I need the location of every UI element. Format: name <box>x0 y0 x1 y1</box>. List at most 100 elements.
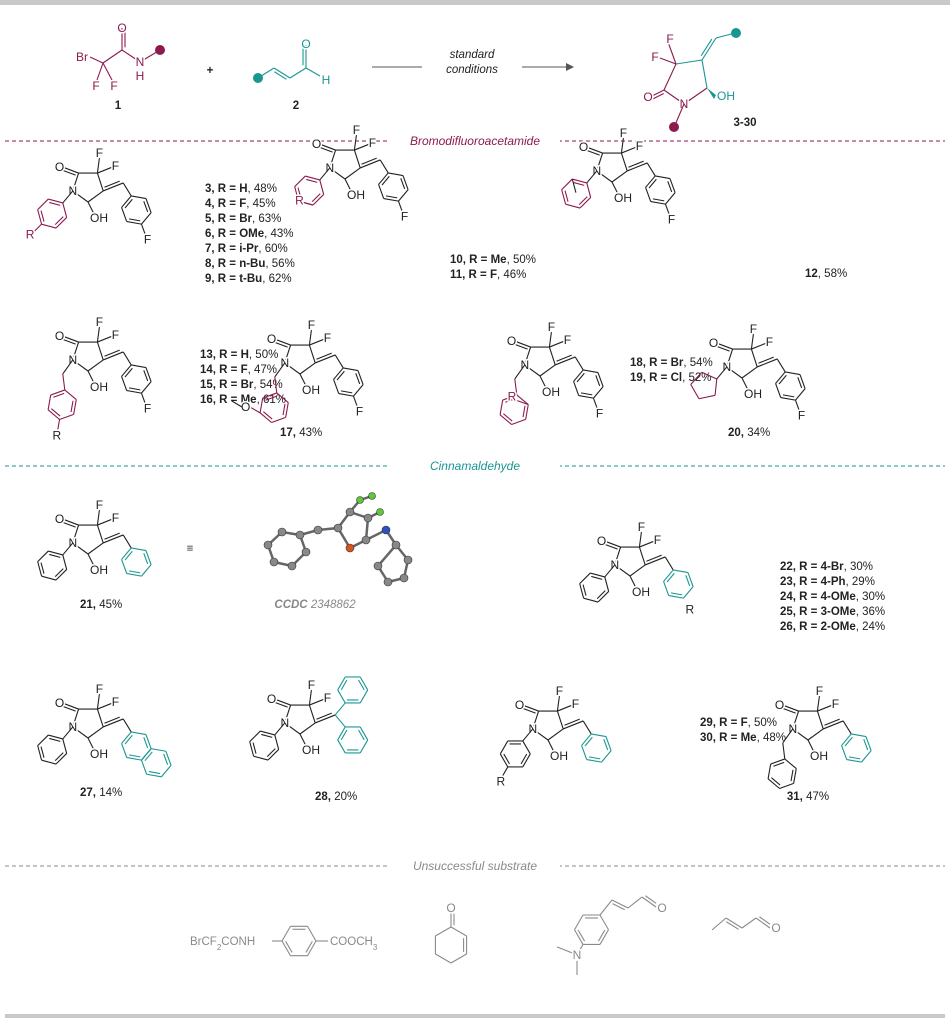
bond <box>597 929 606 942</box>
bond <box>121 559 128 574</box>
bond <box>37 734 49 747</box>
bond <box>252 742 257 754</box>
bond <box>574 356 584 371</box>
top-rule <box>0 0 950 5</box>
bond <box>400 178 406 190</box>
bond <box>505 397 517 403</box>
crystal-atom <box>399 573 409 583</box>
atom-label: F <box>112 328 119 342</box>
bond <box>816 695 820 712</box>
bond <box>54 752 64 762</box>
bond <box>385 195 398 199</box>
bond <box>40 746 45 758</box>
compound-id: 15, R = Br <box>200 379 254 391</box>
bond <box>40 562 45 574</box>
atom-label: F <box>144 232 151 246</box>
bond <box>604 576 610 592</box>
crystal-atom <box>356 496 364 504</box>
crystal-atom <box>345 543 355 553</box>
bond <box>751 342 767 350</box>
bond <box>539 364 556 377</box>
bond <box>319 167 331 181</box>
bond <box>32 223 42 234</box>
bond <box>690 384 700 400</box>
bond <box>285 940 293 953</box>
bond <box>597 372 604 387</box>
bond <box>49 737 61 742</box>
bond <box>274 722 286 736</box>
compound-caption: 26, R = 2-OMe, 24% <box>780 621 885 633</box>
bond <box>305 67 321 77</box>
bond <box>564 190 569 202</box>
bond <box>126 389 142 394</box>
bond <box>450 926 467 937</box>
bond <box>102 62 113 81</box>
bond <box>807 728 824 741</box>
atom-label: F <box>112 159 119 173</box>
atom-label: F <box>110 79 117 93</box>
bond <box>337 689 346 704</box>
bond <box>104 532 120 540</box>
bond <box>360 159 381 169</box>
bond <box>62 518 79 526</box>
bond <box>576 372 585 383</box>
compound-yield: 43% <box>296 427 322 439</box>
bond <box>359 689 369 704</box>
substrate-1-left: BrCF2CONH <box>190 936 255 952</box>
atom-label: O <box>301 37 310 51</box>
bond <box>72 524 80 544</box>
bond <box>307 926 317 942</box>
product-label: 3-30 <box>733 117 756 129</box>
bond <box>284 704 292 724</box>
bond <box>145 198 152 213</box>
bond <box>378 172 389 185</box>
bond <box>353 384 364 397</box>
bond <box>725 917 743 929</box>
bond <box>524 364 541 377</box>
bond <box>73 399 77 415</box>
bond <box>502 766 509 776</box>
bond <box>307 940 317 956</box>
crystal-atom <box>368 492 376 500</box>
bond <box>775 383 782 398</box>
bond <box>274 338 291 346</box>
bond <box>315 354 336 364</box>
compound-caption: 14, R = F, 47% <box>200 364 277 376</box>
bond <box>779 782 794 790</box>
arrow-head <box>566 63 574 71</box>
atom-label: O <box>55 329 64 343</box>
bond <box>381 175 390 186</box>
crystal-atom <box>376 508 384 516</box>
bond <box>646 554 662 562</box>
bond <box>522 704 539 712</box>
bond <box>271 416 286 424</box>
compound-id: 5, R = Br <box>205 213 253 225</box>
bond <box>755 917 771 929</box>
bond <box>276 392 289 404</box>
bond <box>308 344 316 364</box>
bond <box>817 704 833 712</box>
bond <box>604 540 621 548</box>
bond <box>103 351 124 361</box>
bond <box>299 722 316 735</box>
compound-caption: 6, R = OMe, 43% <box>205 228 294 240</box>
compound-yield: , 43% <box>264 228 293 240</box>
atom-label: O <box>515 698 524 712</box>
formula-part: COOCH <box>330 936 373 948</box>
atom-label: OH <box>302 383 320 397</box>
bond <box>398 189 409 202</box>
compound-caption: 13, R = H, 50% <box>200 349 278 361</box>
bond <box>383 197 399 202</box>
atom-label: F <box>369 136 376 150</box>
compound-id: 12 <box>805 268 818 280</box>
bond <box>599 899 613 916</box>
atom-label: F <box>816 684 823 698</box>
bond <box>265 395 277 401</box>
atom-label: OH <box>550 749 568 763</box>
bond <box>675 59 703 65</box>
bond <box>844 736 853 747</box>
bond <box>514 364 526 380</box>
